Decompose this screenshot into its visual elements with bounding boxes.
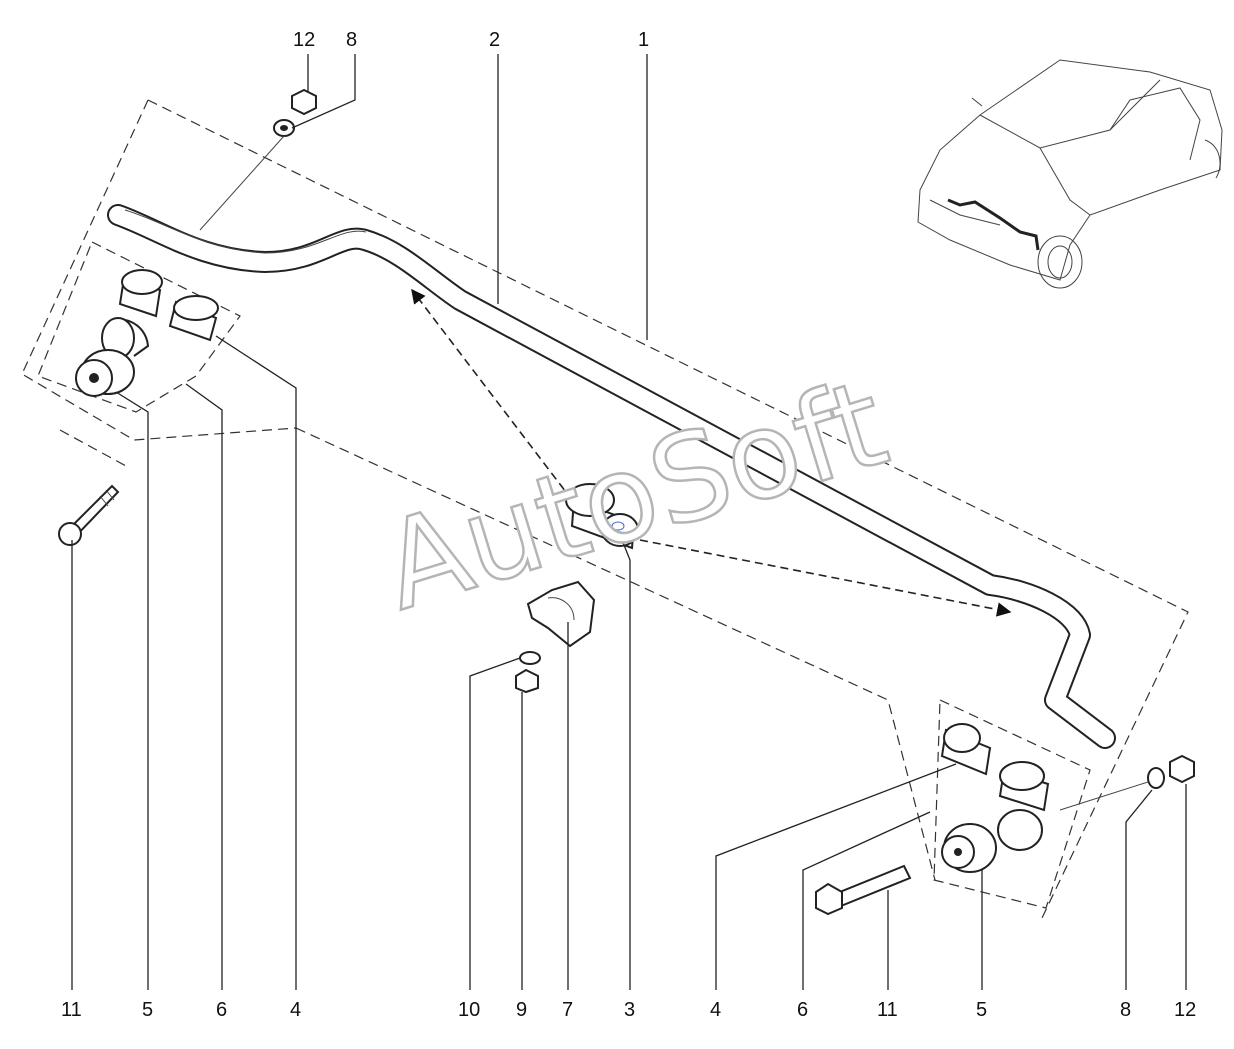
left-bolt-11 (58, 484, 120, 546)
callout-top-2: 2 (489, 29, 500, 51)
callout-bottom-4-right: 4 (710, 999, 721, 1021)
left-link-assembly (58, 88, 317, 546)
right-bushing-4 (940, 723, 992, 776)
left-bushing-4 (168, 295, 219, 342)
left-nut-12 (291, 88, 317, 116)
callout-bottom-10: 10 (458, 999, 480, 1021)
install-arrows (411, 288, 1012, 617)
callout-bottom-6-left: 6 (216, 999, 227, 1021)
left-rubber-cushion-5 (75, 349, 135, 397)
callouts-bottom: 11 5 6 4 10 9 7 3 4 6 11 5 8 12 (61, 999, 1196, 1021)
callout-bottom-5-right: 5 (976, 999, 987, 1021)
callout-bottom-7: 7 (562, 999, 573, 1021)
callout-top-12: 12 (293, 29, 315, 51)
right-nut-12 (1169, 754, 1195, 784)
right-washer-8 (1147, 767, 1165, 789)
right-link-assembly (815, 723, 1195, 916)
left-bushing-upper (118, 269, 163, 318)
callout-bottom-9: 9 (516, 999, 527, 1021)
left-washer-8 (273, 119, 295, 137)
car-location-inset (917, 59, 1223, 289)
callout-top-1: 1 (638, 29, 649, 51)
callout-bottom-11-left: 11 (61, 999, 82, 1021)
callout-bottom-4-left: 4 (290, 999, 301, 1021)
stabilizer-bar (107, 204, 1116, 749)
washer-10 (519, 651, 541, 665)
right-rubber-cushion-5 (941, 823, 997, 873)
callout-bottom-8-right: 8 (1120, 999, 1131, 1021)
right-bushing-upper (998, 761, 1050, 812)
callout-bottom-3: 3 (624, 999, 635, 1021)
leader-lines (71, 54, 1187, 990)
callout-bottom-12-right: 12 (1174, 999, 1196, 1021)
right-link-body (997, 809, 1043, 851)
callouts-top: 12 8 2 1 (293, 29, 649, 51)
callout-top-8: 8 (346, 29, 357, 51)
nut-9 (515, 668, 539, 694)
callout-bottom-5-left: 5 (142, 999, 153, 1021)
center-bushing-3 (565, 483, 639, 550)
callout-bottom-11-right: 11 (877, 999, 898, 1021)
right-bolt-11 (815, 864, 912, 916)
bracket-7 (526, 580, 596, 648)
callout-bottom-6-right: 6 (797, 999, 808, 1021)
